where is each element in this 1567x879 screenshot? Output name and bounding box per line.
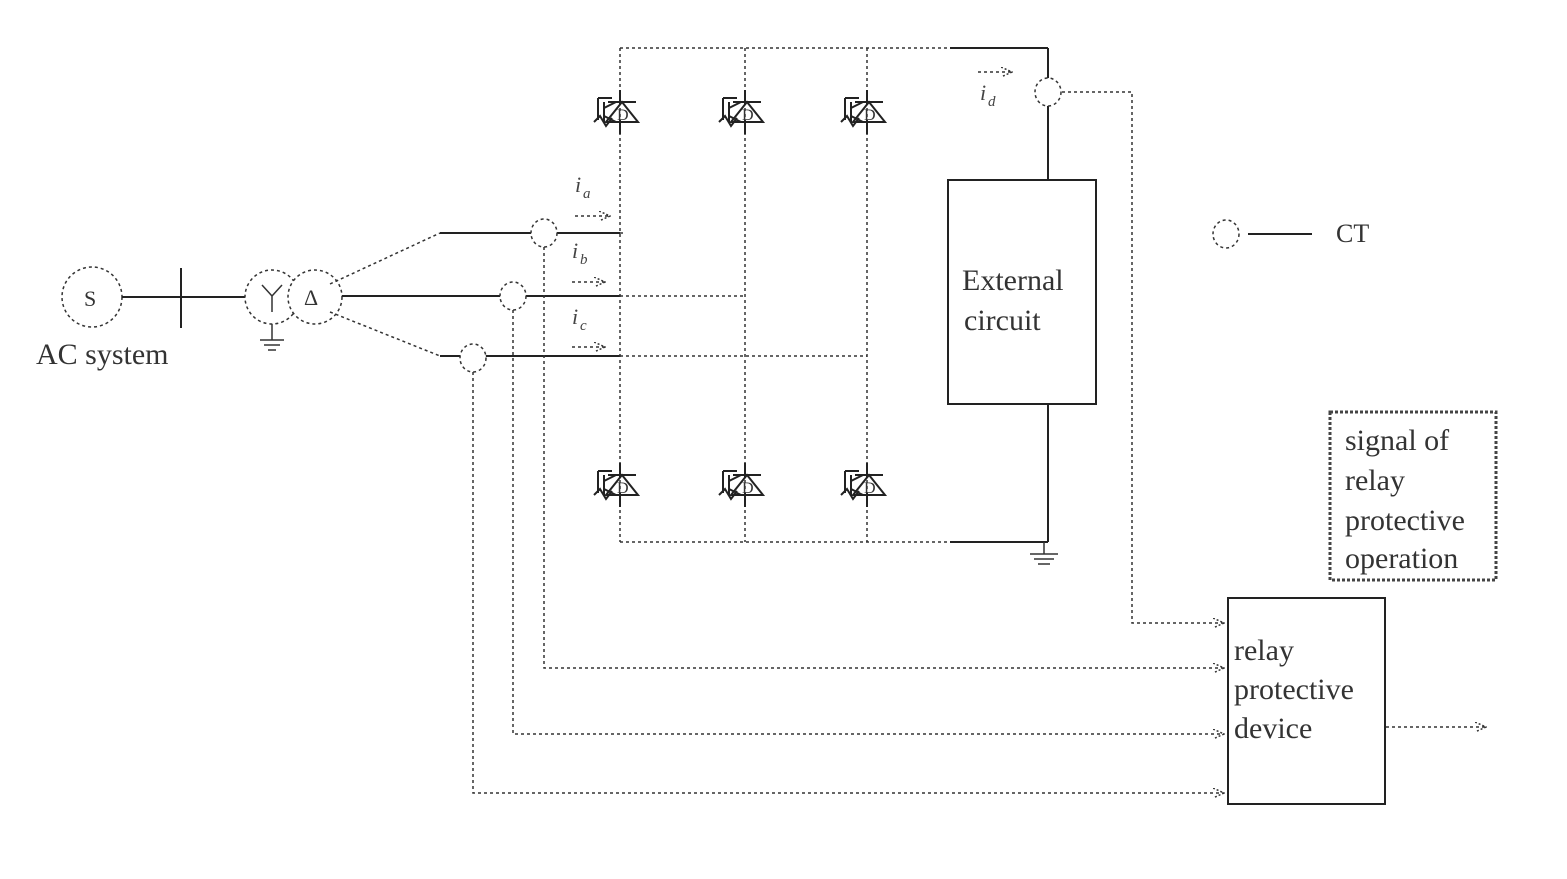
relay-label-line3: device: [1234, 712, 1312, 745]
upper-switch-a: [594, 90, 638, 134]
signal-label-line1: signal of: [1345, 424, 1449, 457]
svg-text:i: i: [575, 172, 581, 197]
svg-text:b: b: [580, 252, 588, 268]
signal-label-line3: protective: [1345, 504, 1465, 537]
svg-text:c: c: [580, 318, 587, 334]
upper-switch-c: [841, 90, 885, 134]
upper-switch-b: [719, 90, 763, 134]
lower-switch-b: [719, 463, 763, 507]
relay-label-line1: relay: [1234, 634, 1294, 667]
svg-text:i: i: [572, 238, 578, 263]
ct-phase-a: [531, 219, 557, 247]
signal-label-line2: relay: [1345, 464, 1405, 497]
delta-symbol: Δ: [304, 285, 318, 310]
ct-phase-c: [460, 344, 486, 372]
current-ic-label: i c: [572, 304, 605, 347]
svg-text:i: i: [980, 80, 986, 105]
current-ia-label: i a: [575, 172, 610, 216]
lower-switch-a: [594, 463, 638, 507]
source-symbol: S: [84, 286, 96, 311]
ct-legend: CT: [1213, 219, 1369, 248]
signal-label-line4: operation: [1345, 542, 1458, 575]
external-circuit-label-line1: External: [962, 264, 1064, 297]
lower-switch-c: [841, 463, 885, 507]
ac-system-label: AC system: [36, 338, 169, 371]
current-ib-label: i b: [572, 238, 605, 282]
ground-symbol: [1030, 542, 1058, 564]
svg-text:i: i: [572, 304, 578, 329]
external-circuit-label-line2: circuit: [964, 304, 1041, 337]
svg-text:d: d: [988, 94, 996, 110]
ct-dc: [1035, 78, 1061, 106]
svg-text:a: a: [583, 186, 591, 202]
ct-phase-b: [500, 282, 526, 310]
relay-label-line2: protective: [1234, 673, 1354, 706]
transformer: Δ: [245, 270, 342, 350]
current-id-label: i d: [978, 72, 1012, 110]
ct-legend-label: CT: [1336, 219, 1369, 248]
